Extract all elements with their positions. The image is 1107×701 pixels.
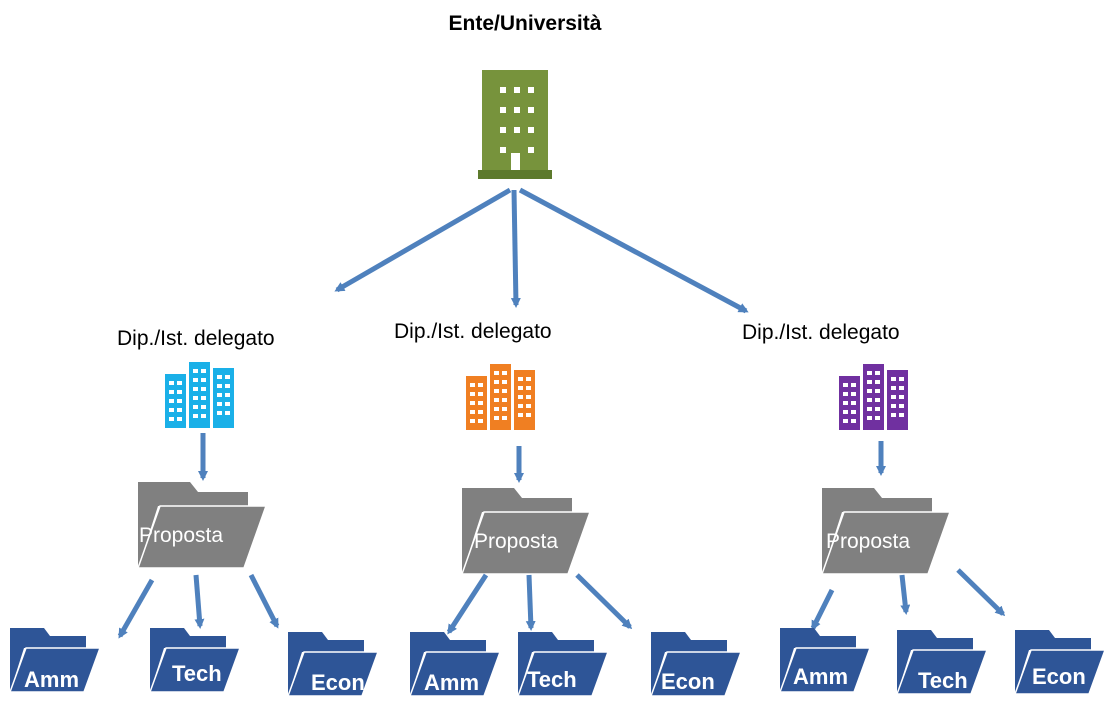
folder-icon	[895, 630, 989, 695]
root-title: Ente/Università	[448, 12, 602, 35]
subfolder-label: Amm	[424, 670, 480, 695]
subfolder-label: Amm	[793, 664, 849, 689]
folder-icon	[148, 628, 242, 693]
buildings-icon	[165, 362, 234, 428]
folder-icon	[778, 628, 872, 693]
connector-arrow	[810, 588, 835, 631]
connector-arrow	[525, 574, 536, 631]
folder-icon	[8, 628, 102, 693]
building-icon	[478, 70, 552, 179]
folder-icon	[649, 632, 743, 697]
connector-arrow	[510, 189, 521, 308]
folder-icon	[408, 632, 502, 697]
buildings-icon	[839, 364, 908, 430]
subfolder-label: Econ	[1032, 664, 1086, 689]
proposta-label: Proposta	[826, 530, 911, 553]
connector-arrow	[956, 568, 1006, 617]
subfolder-label: Econ	[311, 670, 365, 695]
folder-icon	[1013, 630, 1107, 695]
proposta-label: Proposta	[139, 524, 224, 547]
subfolder-label: Tech	[918, 668, 968, 693]
connector-arrow	[117, 578, 155, 639]
proposta-label: Proposta	[474, 530, 559, 553]
subfolder-label: Amm	[24, 667, 80, 692]
department-label: Dip./Ist. delegato	[117, 327, 275, 350]
subfolder-label: Econ	[661, 669, 715, 694]
buildings-icon	[466, 364, 535, 430]
connector-arrow	[193, 574, 205, 629]
connector-arrow	[334, 187, 512, 293]
folder-icon	[820, 488, 952, 575]
connector-arrow	[575, 573, 633, 630]
folder-icon	[516, 632, 610, 697]
subfolder-label: Tech	[527, 667, 577, 692]
department-label: Dip./Ist. delegato	[742, 321, 900, 344]
folder-icon	[460, 488, 592, 575]
subfolder-label: Tech	[172, 661, 222, 686]
connector-arrow	[518, 187, 749, 314]
department-label: Dip./Ist. delegato	[394, 320, 552, 343]
connector-arrow	[248, 573, 280, 629]
connector-arrow	[899, 574, 911, 615]
connector-arrow	[446, 573, 489, 635]
folder-icon	[286, 632, 380, 697]
folder-icon	[136, 482, 268, 569]
